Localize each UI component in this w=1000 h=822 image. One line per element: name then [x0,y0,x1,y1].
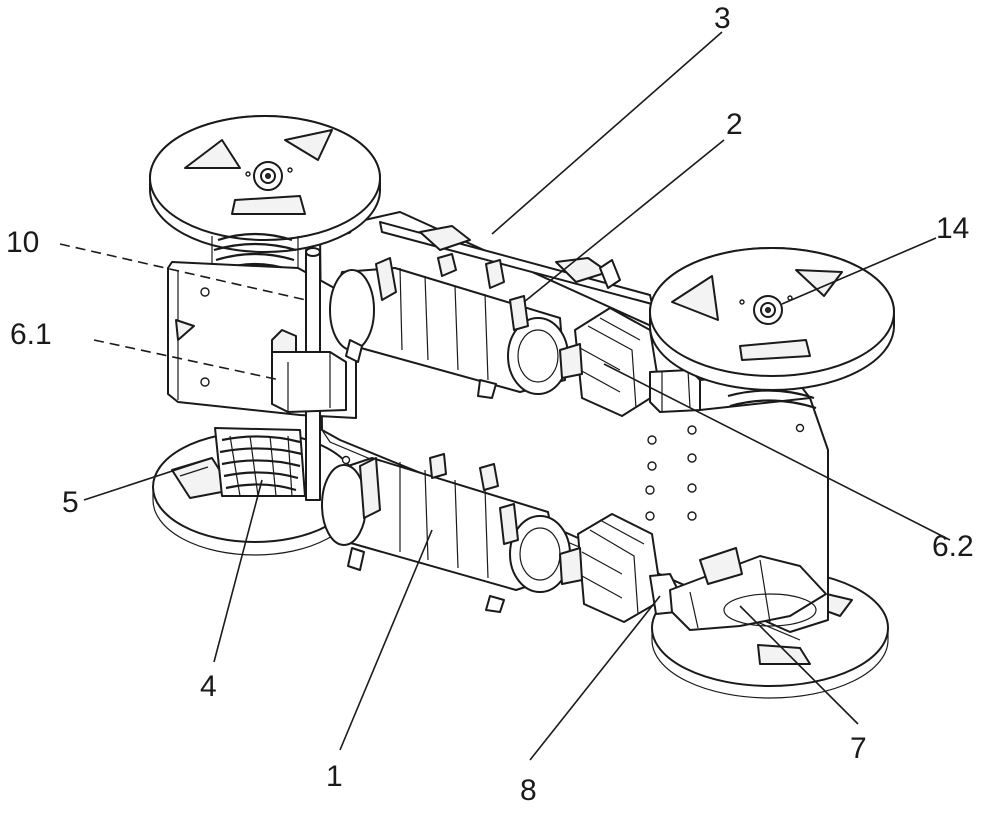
label-14: 14 [936,212,969,245]
leader-6-2 [603,363,951,541]
label-1: 1 [326,760,343,793]
lower-gear [559,513,663,623]
leader-14 [781,237,937,305]
callout-labels: 3 2 10 6.1 14 6.2 5 4 1 8 7 [6,2,974,807]
label-7: 7 [850,732,867,765]
label-2: 2 [726,108,743,141]
wheel-left-top [149,115,381,253]
leader-7 [739,605,859,725]
lower-actuator [321,453,571,613]
label-8: 8 [520,774,537,807]
label-4: 4 [200,670,217,703]
label-6-1: 6.1 [10,318,52,351]
leader-lines [59,31,951,761]
upper-actuator [329,253,569,399]
leader-4 [213,479,263,663]
lower-clamp-arm [649,547,827,631]
label-3: 3 [714,2,731,35]
clamp-left [271,329,347,413]
leader-1 [339,529,433,751]
label-10: 10 [6,226,39,259]
leader-5 [83,457,213,501]
leader-8 [529,595,661,761]
label-6-2: 6.2 [932,530,974,563]
leader-3 [491,31,723,235]
wheel-right-top [649,247,895,391]
label-5: 5 [62,486,79,519]
leader-10 [59,243,307,301]
leader-2 [523,139,725,303]
upper-rail [379,221,653,305]
